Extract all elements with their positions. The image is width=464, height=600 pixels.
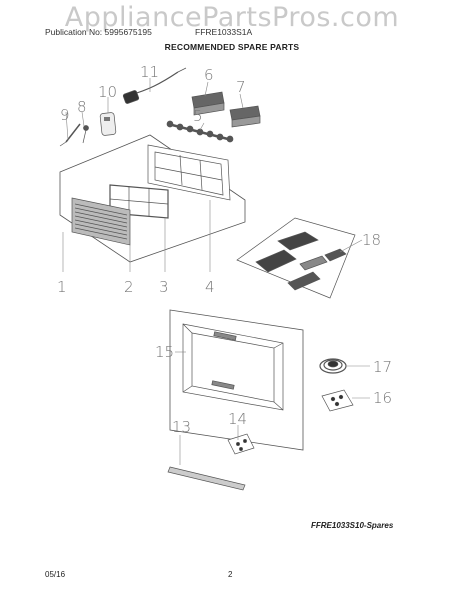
side-curtain-frame-drawing bbox=[182, 323, 284, 411]
filter-top-drawing bbox=[191, 91, 225, 116]
lower-group-outline bbox=[169, 309, 304, 451]
filter-top-right-drawing bbox=[229, 105, 261, 128]
callout-16: 16 bbox=[373, 389, 392, 407]
shaft-drawing bbox=[65, 123, 81, 143]
publication-number: Publication No: 5995675195 bbox=[45, 27, 152, 37]
foam-strip-drawing bbox=[167, 466, 246, 491]
remote-control-drawing bbox=[99, 112, 117, 136]
callout-3: 3 bbox=[159, 278, 169, 296]
callout-2: 2 bbox=[124, 278, 134, 296]
revision-date: 05/16 bbox=[45, 570, 66, 579]
control-board-drawing bbox=[236, 217, 356, 299]
callout-8: 8 bbox=[77, 98, 87, 116]
callout-15: 15 bbox=[155, 343, 174, 361]
watermark-text: AppliancePartsPros.com bbox=[64, 2, 400, 33]
hardware-bag-drawing bbox=[321, 389, 354, 412]
power-cord-drawing bbox=[122, 67, 187, 104]
callout-17: 17 bbox=[373, 358, 392, 376]
page-number: 2 bbox=[228, 570, 233, 579]
callout-4: 4 bbox=[205, 278, 215, 296]
callout-6: 6 bbox=[204, 66, 214, 84]
bracket-bag-drawing bbox=[227, 433, 255, 455]
callout-13: 13 bbox=[172, 418, 191, 436]
callout-9: 9 bbox=[60, 106, 70, 124]
model-number: FFRE1033S1A bbox=[195, 27, 253, 37]
callout-18: 18 bbox=[362, 231, 381, 249]
knob-drawing bbox=[83, 125, 89, 131]
callout-7: 7 bbox=[236, 78, 246, 96]
spares-code: FFRE1033S10-Spares bbox=[311, 521, 394, 530]
front-grille-drawing bbox=[71, 197, 131, 246]
callout-10: 10 bbox=[98, 83, 117, 101]
callout-1: 1 bbox=[57, 278, 67, 296]
upper-group-outline bbox=[59, 134, 246, 263]
callout-14: 14 bbox=[228, 410, 247, 428]
coiled-seal-drawing bbox=[319, 358, 347, 374]
callout-5: 5 bbox=[193, 107, 203, 125]
coil-assembly-drawing bbox=[166, 120, 234, 143]
front-panel-frame-drawing bbox=[147, 144, 231, 201]
section-title: RECOMMENDED SPARE PARTS bbox=[164, 42, 300, 52]
callout-11: 11 bbox=[140, 63, 159, 81]
